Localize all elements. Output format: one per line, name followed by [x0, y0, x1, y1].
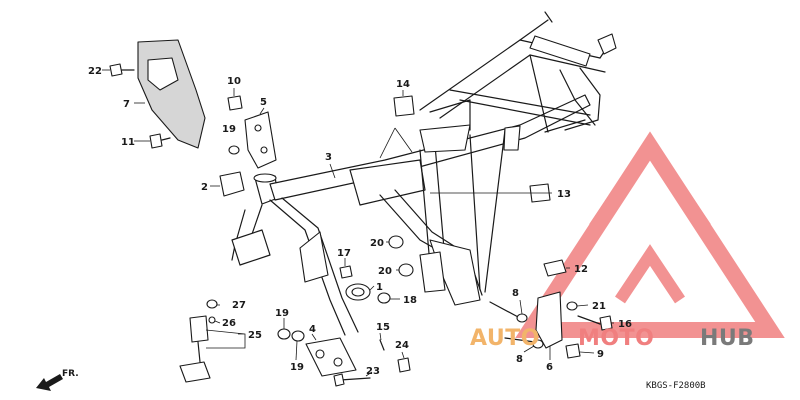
part-bolt-22 [109, 63, 135, 77]
callout-16: 16 [618, 319, 632, 330]
watermark-auto: AUTO [470, 326, 540, 351]
callout-7: 7 [123, 99, 130, 110]
callout-6: 6 [546, 362, 553, 373]
part-grommet-20b [398, 263, 414, 277]
callout-20-lower: 20 [378, 266, 392, 277]
callout-4: 4 [309, 324, 316, 335]
part-bolt-23 [333, 373, 371, 387]
callout-labels: 22 7 11 10 5 19 2 3 14 13 12 20 20 17 1 … [88, 66, 632, 377]
callout-19-top: 19 [222, 124, 236, 135]
callout-11: 11 [121, 137, 135, 148]
part-washer-19-top [228, 145, 240, 155]
part-bolt-17 [339, 265, 353, 279]
callout-25: 25 [248, 330, 262, 341]
part-clamp-1 [345, 283, 371, 301]
callout-19-left: 19 [275, 308, 289, 319]
part-clip-14 [393, 95, 415, 117]
part-nut-10 [227, 95, 243, 111]
callout-23: 23 [366, 366, 380, 377]
diagram-code: KBGS-F2800B [646, 381, 706, 391]
callout-22: 22 [88, 66, 102, 77]
callout-1: 1 [376, 282, 383, 293]
callout-21: 21 [592, 301, 606, 312]
callout-8-lower: 8 [516, 354, 523, 365]
part-pin-15 [379, 339, 385, 351]
callout-20-upper: 20 [370, 238, 384, 249]
leader-lines [102, 69, 614, 377]
callout-13: 13 [557, 189, 571, 200]
callout-5: 5 [260, 97, 267, 108]
part-washer-19-right [291, 330, 305, 342]
part-nut-18 [377, 292, 391, 304]
callout-10: 10 [227, 76, 241, 87]
callout-18: 18 [403, 295, 417, 306]
callout-15: 15 [376, 322, 390, 333]
part-bracket-2 [219, 171, 245, 197]
front-label: FR. [62, 369, 79, 379]
part-bracket-4 [305, 337, 357, 377]
watermark-moto: MOTO [578, 326, 654, 351]
part-grommet-20a [388, 235, 404, 249]
part-cap-12 [543, 259, 567, 277]
part-bracket-5 [244, 111, 277, 169]
callout-14: 14 [396, 79, 410, 90]
watermark-hub: HUB [700, 326, 755, 351]
part-bolt-11 [149, 133, 171, 149]
part-bracket-6 [535, 291, 563, 349]
main-frame [231, 11, 617, 336]
callout-17: 17 [337, 248, 351, 259]
part-bolt-8-lower [504, 337, 544, 349]
part-lock-set [179, 299, 218, 383]
part-washer-21 [566, 301, 578, 311]
callout-24: 24 [395, 340, 409, 351]
callout-27: 27 [232, 300, 246, 311]
front-direction-arrow-icon: FR. [36, 369, 79, 391]
callout-3: 3 [325, 152, 332, 163]
callout-19-bottom: 19 [290, 362, 304, 373]
watermark-text: AUTO MOTO HUB [470, 326, 755, 351]
callout-8-upper: 8 [512, 288, 519, 299]
callout-9: 9 [597, 349, 604, 360]
watermark-logo-icon [515, 131, 785, 338]
callout-2: 2 [201, 182, 208, 193]
part-side-cover [137, 39, 206, 149]
part-bolt-9 [565, 343, 581, 359]
part-washer-19-left [277, 328, 291, 340]
part-bolt-16 [577, 315, 613, 331]
part-bolt-24 [397, 357, 411, 373]
callout-26: 26 [222, 318, 236, 329]
callout-12: 12 [574, 264, 588, 275]
